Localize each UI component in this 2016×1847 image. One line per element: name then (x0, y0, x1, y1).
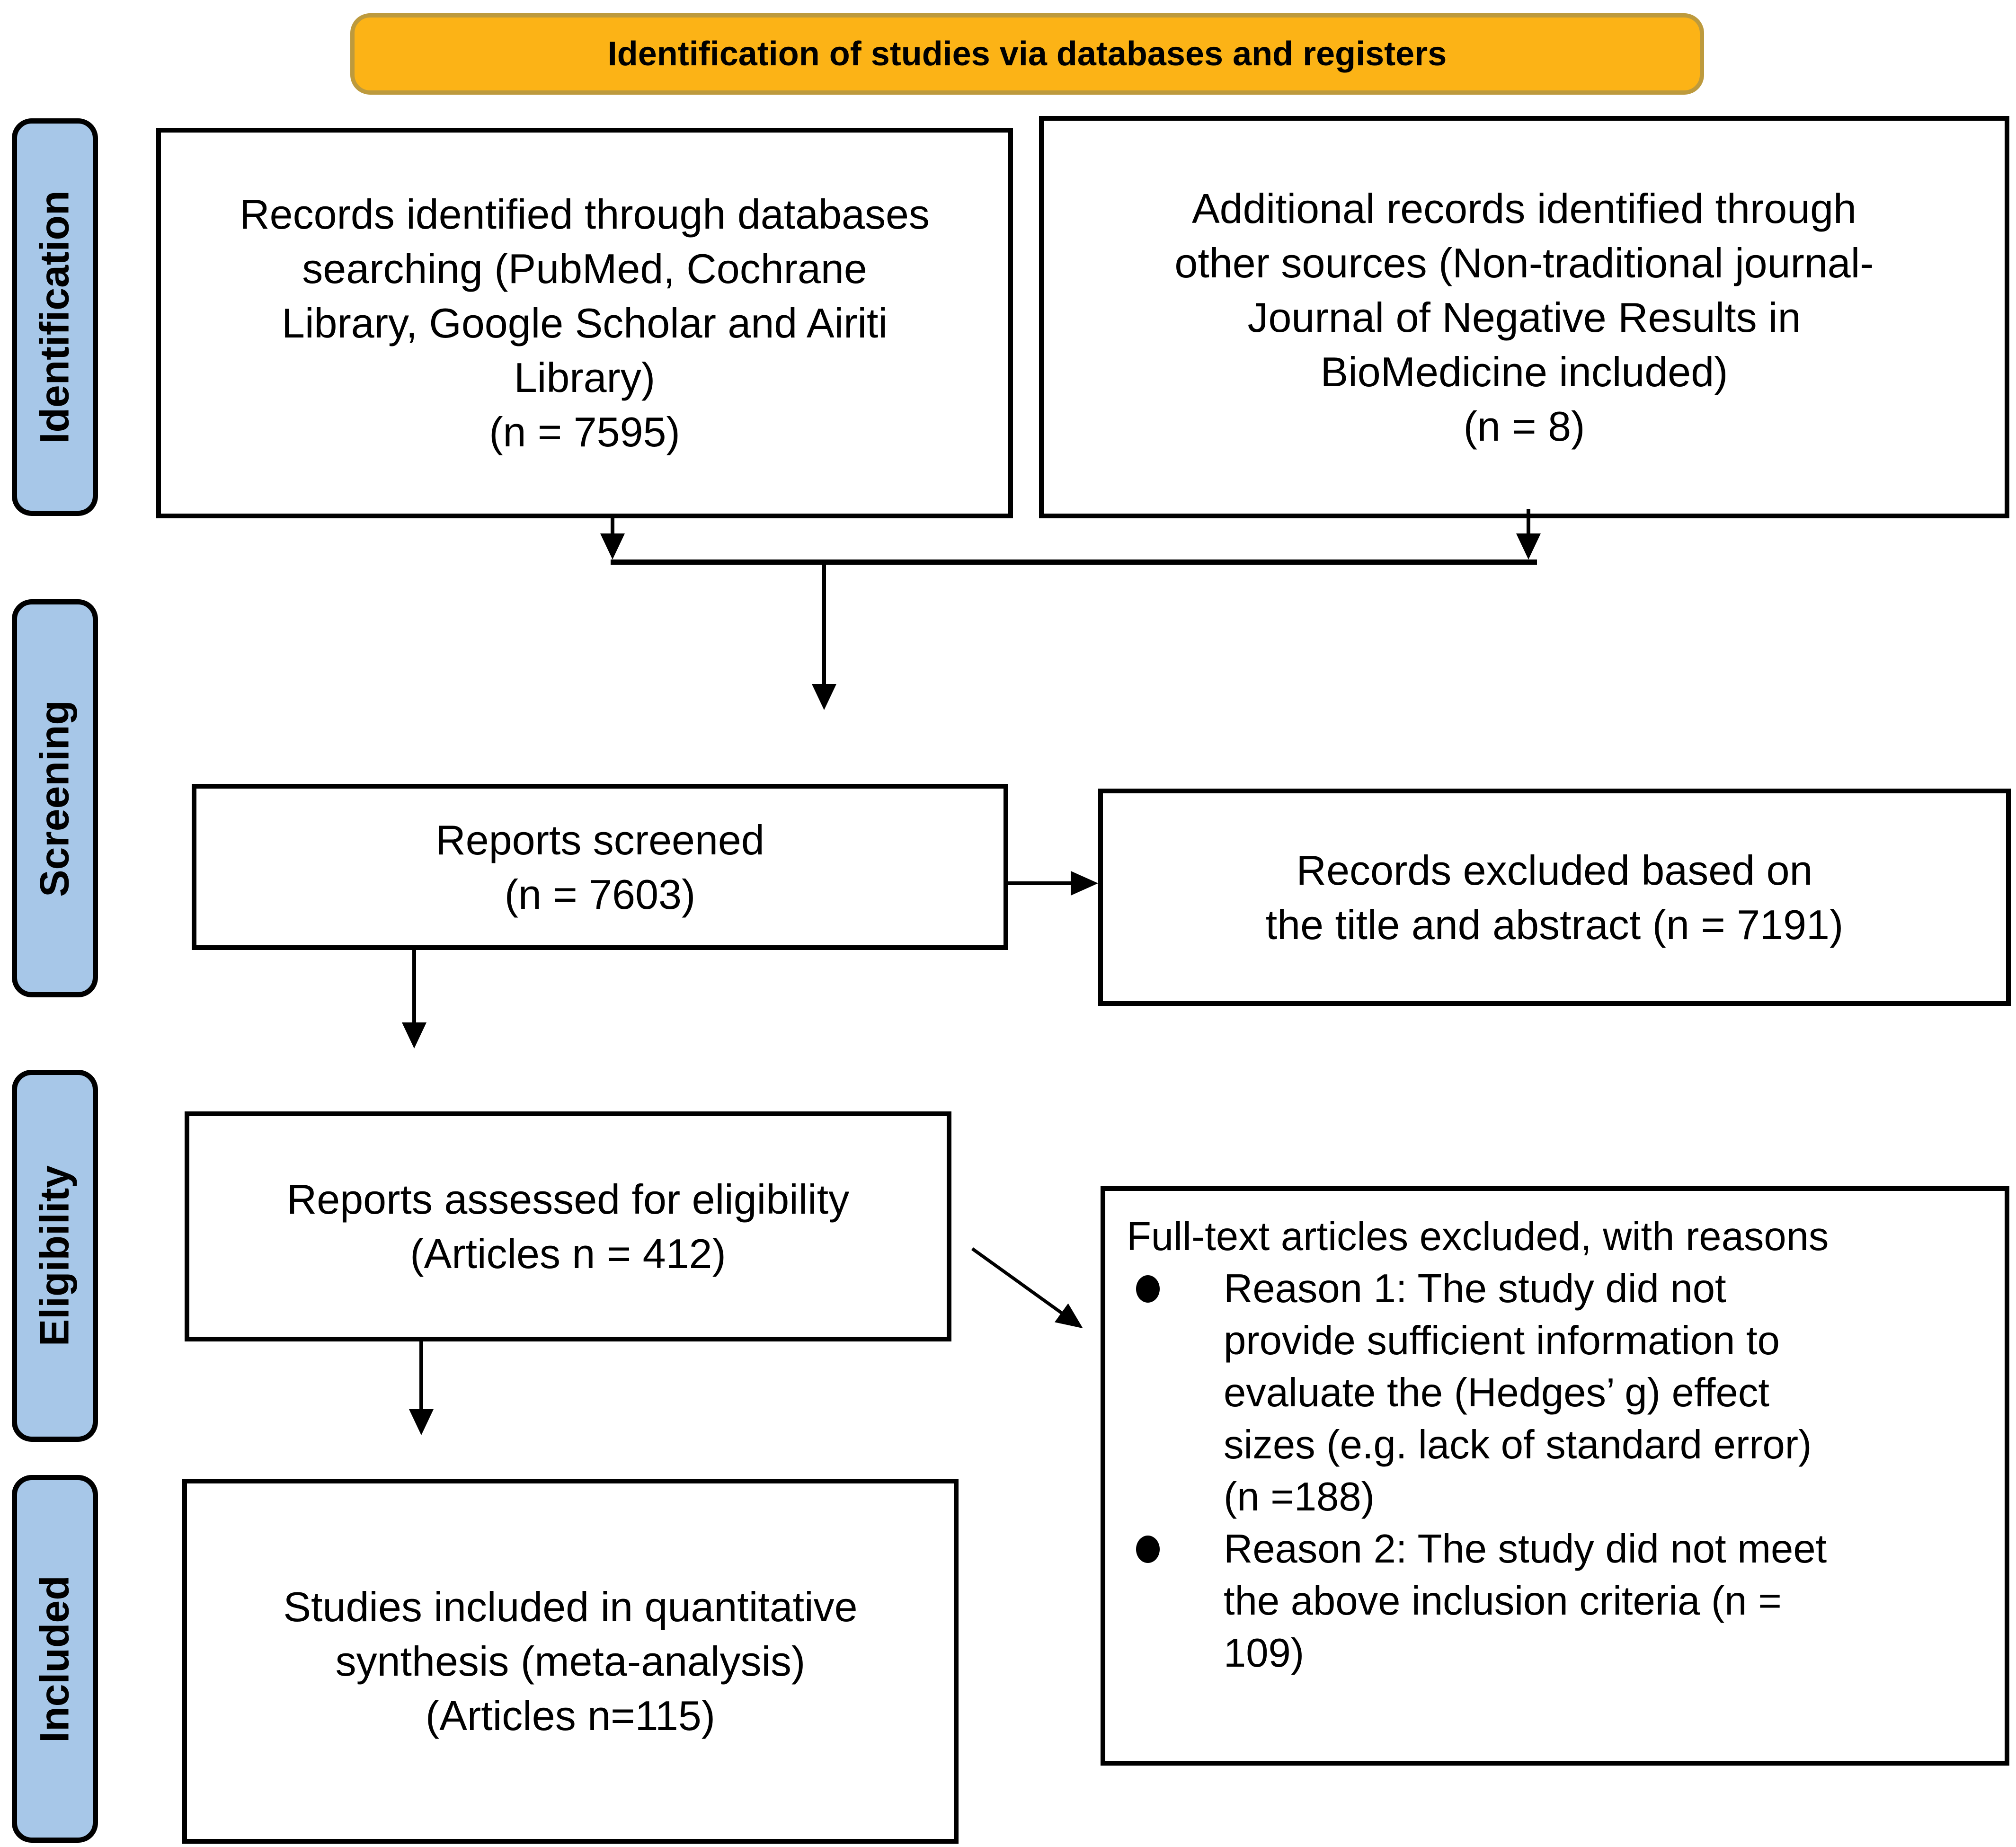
arrow-down-icon (1516, 533, 1541, 559)
arrow-line (419, 1341, 423, 1410)
banner-label: Identification of studies via databases … (607, 35, 1447, 73)
arrow-line (1527, 509, 1530, 536)
arrow-down-icon (402, 1022, 426, 1048)
bullet-icon (1136, 1536, 1160, 1563)
box-fulltext-excluded: Full-text articles excluded, with reason… (1101, 1186, 2009, 1766)
arrow-line (412, 950, 416, 1023)
arrow-line (822, 565, 826, 684)
box-additional-records: Additional records identified through ot… (1039, 116, 2009, 518)
stage-included: Included (12, 1475, 98, 1843)
arrow-right-icon (1071, 871, 1098, 896)
stage-screening-label: Screening (32, 700, 78, 897)
box-reports-assessed-text: Reports assessed for eligibility (Articl… (286, 1176, 850, 1277)
arrow-down-icon (409, 1409, 434, 1435)
box-records-identified: Records identified through databases sea… (156, 128, 1013, 518)
box-reports-screened-text: Reports screened (n = 7603) (435, 816, 764, 918)
arrow-line (971, 1247, 1083, 1329)
box-fulltext-excluded-title: Full-text articles excluded, with reason… (1127, 1214, 1829, 1259)
arrow-line (1007, 881, 1074, 885)
stage-identification-label: Identification (32, 190, 78, 444)
fulltext-excluded-reason-2-text: Reason 2: The study did not meet the abo… (1224, 1527, 1827, 1676)
stage-eligibility-label: Eligibility (32, 1165, 78, 1347)
box-reports-assessed: Reports assessed for eligibility (Articl… (185, 1111, 951, 1341)
merge-connector-line (611, 559, 1537, 565)
banner: Identification of studies via databases … (350, 13, 1704, 95)
fulltext-excluded-reason-1-text: Reason 1: The study did not provide suff… (1224, 1266, 1812, 1519)
bullet-icon (1136, 1275, 1160, 1303)
arrow-down-icon (812, 684, 836, 710)
arrow-line (611, 518, 614, 536)
box-records-excluded-text: Records excluded based on the title and … (1265, 846, 1844, 948)
box-records-identified-text: Records identified through databases sea… (240, 191, 930, 455)
stage-screening: Screening (12, 599, 98, 997)
stage-eligibility: Eligibility (12, 1070, 98, 1442)
arrow-down-icon (600, 533, 625, 559)
box-reports-screened: Reports screened (n = 7603) (192, 784, 1008, 950)
box-records-excluded: Records excluded based on the title and … (1098, 789, 2011, 1006)
stage-included-label: Included (32, 1575, 78, 1743)
stage-identification: Identification (12, 118, 98, 516)
arrow-assessed-to-fulltext-excluded (971, 1247, 1083, 1329)
fulltext-excluded-reason-2: Reason 2: The study did not meet the abo… (1127, 1523, 1990, 1679)
fulltext-excluded-reason-1: Reason 1: The study did not provide suff… (1127, 1263, 1990, 1523)
box-studies-included: Studies included in quantitative synthes… (182, 1479, 959, 1844)
box-studies-included-text: Studies included in quantitative synthes… (283, 1583, 858, 1739)
box-additional-records-text: Additional records identified through ot… (1174, 185, 1874, 450)
